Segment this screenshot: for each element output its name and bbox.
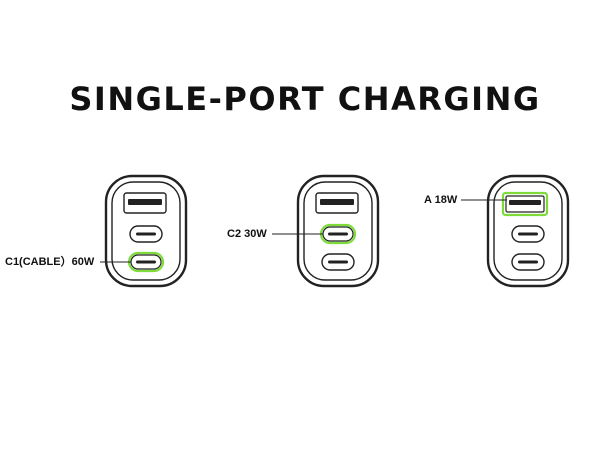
charger-1-usb-c-middle-slot <box>136 232 156 236</box>
charger-2-label: C2 30W <box>227 228 267 240</box>
charger-3-usb-c-middle-port <box>511 225 545 243</box>
page-title: SINGLE-PORT CHARGING <box>69 80 541 118</box>
charger-2-usb-c-bottom-slot <box>328 260 348 264</box>
charger-3-usb-c-middle-slot <box>518 232 538 236</box>
charger-2-usb-a-slot <box>320 199 354 205</box>
charger-1-usb-a-port <box>123 192 167 214</box>
charger-3-inner-body <box>493 181 563 281</box>
charger-3-usb-a-slot <box>509 200 541 205</box>
charger-1-usb-c-bottom-slot <box>136 260 156 264</box>
charger-3-usb-c-bottom-port <box>511 253 545 271</box>
charger-3 <box>461 174 570 288</box>
charger-1-usb-c-middle-port <box>129 225 163 243</box>
charger-2-usb-c-bottom-port <box>321 253 355 271</box>
charger-2-usb-c-middle-slot <box>328 232 348 236</box>
charger-3-usb-c-bottom-slot <box>518 260 538 264</box>
charger-1 <box>100 174 188 288</box>
charger-3-outer-body <box>486 174 570 288</box>
charger-1-inner-body <box>111 181 181 281</box>
charger-2-outer-body <box>296 174 380 288</box>
charger-1-label: C1(CABLE）60W <box>5 256 95 268</box>
charger-3-usb-a-highlight <box>501 191 549 217</box>
charger-3-usb-a-port <box>505 195 545 213</box>
charger-1-outer-body <box>104 174 188 288</box>
charger-1-usb-a-slot <box>128 199 162 205</box>
charger-2-inner-body <box>303 181 373 281</box>
charger-2 <box>272 174 380 288</box>
charger-2-usb-a-port <box>315 192 359 214</box>
charger-3-label: A 18W <box>424 194 458 206</box>
